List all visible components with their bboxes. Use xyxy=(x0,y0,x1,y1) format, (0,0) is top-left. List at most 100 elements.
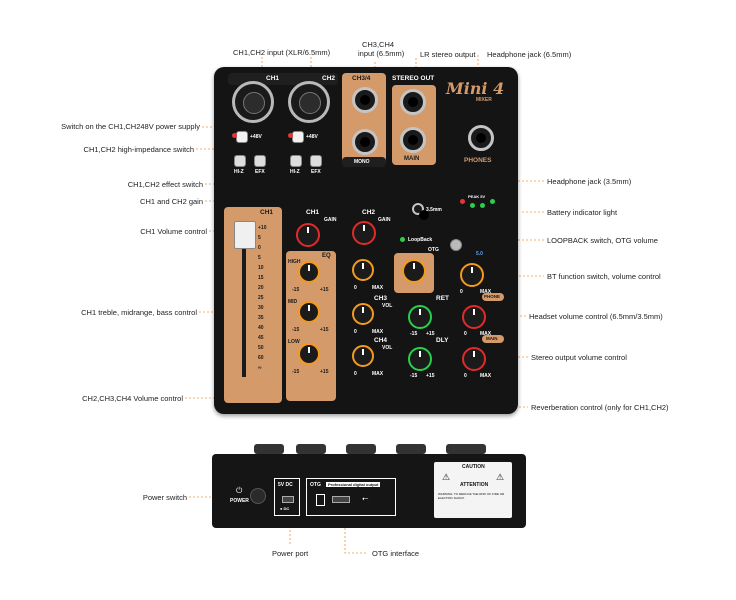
callout-loopback: LOOPBACK switch, OTG volume xyxy=(547,236,658,245)
fader-scale-tick: 30 xyxy=(258,305,264,311)
ch3-vol-label: VOL xyxy=(382,303,393,309)
high-max: +15 xyxy=(320,287,329,293)
otg-vol-knob[interactable] xyxy=(402,259,426,283)
ch3-vol-knob[interactable] xyxy=(352,303,374,325)
ch1-48v-button[interactable] xyxy=(236,131,248,143)
callout-power-port: Power port xyxy=(272,549,309,558)
fader-scale-tick: 40 xyxy=(258,325,264,331)
high-label: HIGH xyxy=(288,259,301,265)
ch1-efx-button[interactable] xyxy=(254,155,266,167)
ch1-gain-label: GAIN xyxy=(324,217,337,223)
ch4-header: CH4 xyxy=(374,337,388,344)
mid-max: +15 xyxy=(320,327,329,333)
ch2-48v-label: +48V xyxy=(306,134,318,140)
ch1-low-knob[interactable] xyxy=(298,343,320,365)
bt-vol-min: 0 xyxy=(460,289,463,295)
main-vol-knob[interactable] xyxy=(462,347,486,371)
phone-vol-min: 0 xyxy=(464,331,467,337)
ch4-input-jack[interactable] xyxy=(352,129,378,155)
ch1-gain-knob[interactable] xyxy=(296,223,320,247)
ch2-hiz-button[interactable] xyxy=(290,155,302,167)
warning-text: WARNING: TO REDUCE THE RISK OF FIRE OR E… xyxy=(438,492,505,500)
eq-label: EQ xyxy=(322,253,331,259)
ch1-hiz-button[interactable] xyxy=(234,155,246,167)
caution-title: CAUTION xyxy=(462,464,485,470)
mono-label: MONO xyxy=(354,159,370,165)
battery-led-1 xyxy=(460,199,465,204)
ch2-efx-button[interactable] xyxy=(310,155,322,167)
ch1-48v-label: +48V xyxy=(250,134,262,140)
callout-headset-volume: Headset volume control (6.5mm/3.5mm) xyxy=(529,312,663,321)
callout-48v: Switch on the CH1,CH248V power supply xyxy=(61,122,200,131)
ch2-vol-knob[interactable] xyxy=(352,259,374,281)
stereo-out-header: STEREO OUT xyxy=(392,75,435,82)
ch3-vol-max: MAX xyxy=(372,329,384,335)
power-label: POWER xyxy=(230,498,249,504)
fader-scale-tick: ∞ xyxy=(258,365,262,371)
mono-strip xyxy=(342,157,386,167)
otg-label: OTG xyxy=(428,247,439,253)
callout-lr-stereo-output: LR stereo output xyxy=(420,50,476,59)
phone-icon xyxy=(316,494,325,506)
fader-scale-tick: 45 xyxy=(258,335,264,341)
otg-box xyxy=(306,478,396,516)
bt-label: 5.0 xyxy=(476,251,483,257)
battery-led-2 xyxy=(470,203,475,208)
dly-knob[interactable] xyxy=(408,347,432,371)
main-vol-min: 0 xyxy=(464,373,467,379)
callout-ch234-volume: CH2,CH3,CH4 Volume control xyxy=(82,394,183,403)
phone-vol-knob[interactable] xyxy=(462,305,486,329)
mixer-rear-panel: ⏻ POWER 5V DC ● DC OTG Professional digi… xyxy=(212,454,526,528)
bt-function-button[interactable] xyxy=(450,239,462,251)
dly-max: +15 xyxy=(426,373,435,379)
rear-jack-ch3 xyxy=(346,444,376,454)
ch2-48v-button[interactable] xyxy=(292,131,304,143)
ch4-vol-knob[interactable] xyxy=(352,345,374,367)
bt-vol-knob[interactable] xyxy=(460,263,484,287)
callout-ch12-input: CH1,CH2 input (XLR/6.5mm) xyxy=(233,48,331,57)
ch2-combo-jack[interactable] xyxy=(288,81,330,123)
fader-scale-tick: 20 xyxy=(258,285,264,291)
callout-headphone-35: Headphone jack (3.5mm) xyxy=(547,177,632,186)
fader-scale-tick: 0 xyxy=(258,245,261,251)
callout-battery: Battery indicator light xyxy=(547,208,618,217)
stereo-out-l-jack[interactable] xyxy=(400,89,426,115)
callout-hiz: CH1,CH2 high-impedance switch xyxy=(83,145,194,154)
callout-reverb: Reverberation control (only for CH1,CH2) xyxy=(531,403,669,412)
ch1-high-knob[interactable] xyxy=(298,261,320,283)
callout-ch34-line1: CH3,CH4 xyxy=(361,40,395,49)
phone-label: PHONE xyxy=(484,294,501,299)
fader-scale-tick: +10 xyxy=(258,225,267,231)
fader-scale-tick: 5 xyxy=(258,235,261,241)
dc-label: 5V DC xyxy=(278,482,293,488)
phones-65-jack[interactable] xyxy=(468,125,494,151)
ch1-knob-header: CH1 xyxy=(306,209,320,216)
high-min: -15 xyxy=(292,287,300,293)
otg-port[interactable] xyxy=(332,496,350,503)
dly-label: DLY xyxy=(436,337,449,344)
callout-headphone-65: Headphone jack (6.5mm) xyxy=(487,50,572,59)
ch1-mid-knob[interactable] xyxy=(298,301,320,323)
ch1-fader-handle[interactable] xyxy=(234,221,256,249)
stereo-out-r-jack[interactable] xyxy=(400,127,426,153)
phones-35-jack[interactable] xyxy=(412,203,429,220)
power-switch[interactable] xyxy=(250,488,266,504)
ret-knob[interactable] xyxy=(408,305,432,329)
ch4-vol-max: MAX xyxy=(372,371,384,377)
dc-port[interactable] xyxy=(282,496,294,503)
callout-effect-switch: CH1,CH2 effect switch xyxy=(127,180,203,189)
ch2-gain-label: GAIN xyxy=(378,217,391,223)
mid-label: MID xyxy=(288,299,298,305)
callout-gain: CH1 and CH2 gain xyxy=(140,197,203,206)
dc-sub: ● DC xyxy=(280,506,290,511)
ch2-gain-knob[interactable] xyxy=(352,221,376,245)
ch34-header: CH3/4 xyxy=(352,75,371,82)
rear-top-jacks xyxy=(246,440,506,456)
low-min: -15 xyxy=(292,369,300,375)
ch3-input-jack[interactable] xyxy=(352,87,378,113)
ch1-hiz-label: HI-Z xyxy=(234,169,244,175)
ch1-fader-track xyxy=(242,227,246,377)
ch1-efx-label: EFX xyxy=(255,169,265,175)
ch1-combo-jack[interactable] xyxy=(232,81,274,123)
main-tag-label: MAIN xyxy=(486,336,498,341)
